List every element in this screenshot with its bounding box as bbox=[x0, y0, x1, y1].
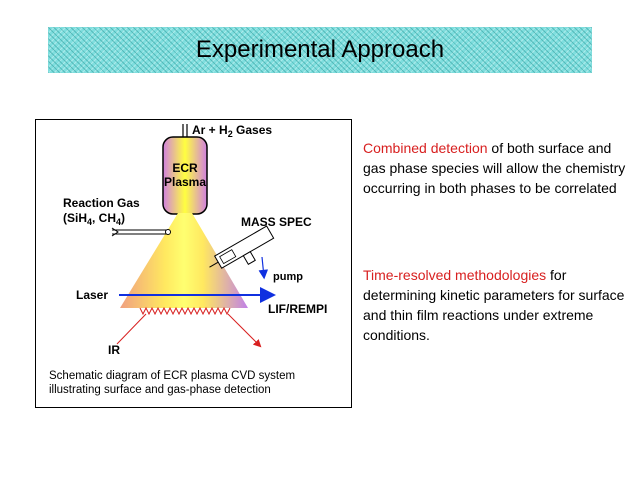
title-bar: Experimental Approach bbox=[48, 27, 592, 73]
gas-inlet-label: Ar + H2 Gases bbox=[192, 123, 272, 139]
point-combined-detection: Combined detection of both surface and g… bbox=[363, 138, 633, 198]
substrate-heater bbox=[139, 306, 231, 316]
diagram-caption: Schematic diagram of ECR plasma CVD syst… bbox=[49, 370, 296, 396]
point-highlight: Time-resolved methodologies bbox=[363, 267, 547, 283]
plasma-cone bbox=[120, 213, 248, 308]
ecr-label: ECR bbox=[172, 161, 198, 175]
mass-spec-label: MASS SPEC bbox=[241, 215, 312, 229]
pump-label: pump bbox=[273, 271, 303, 283]
page-title: Experimental Approach bbox=[195, 36, 445, 63]
ir-label: IR bbox=[108, 343, 120, 357]
reaction-gas-tube bbox=[111, 227, 171, 237]
mass-spectrometer bbox=[209, 225, 275, 269]
point-text: of both surface and gas phase species wi… bbox=[363, 140, 626, 196]
point-time-resolved: Time-resolved methodologies for determin… bbox=[363, 265, 633, 345]
cvd-schematic: Ar + H2 Gases ECR Plasma Reaction Gas (S… bbox=[63, 123, 327, 357]
point-highlight: Combined detection bbox=[363, 140, 488, 156]
plasma-label: Plasma bbox=[164, 175, 206, 189]
gas-inlet-tube bbox=[182, 124, 188, 137]
laser-label: Laser bbox=[76, 288, 108, 302]
lif-rempi-label: LIF/REMPI bbox=[268, 302, 327, 316]
ir-incident-beam bbox=[116, 313, 147, 345]
reaction-gas-label: Reaction Gas bbox=[63, 196, 140, 210]
point-text: for determining kinetic parameters for s… bbox=[363, 267, 625, 343]
diagram-panel: Ar + H2 Gases ECR Plasma Reaction Gas (S… bbox=[35, 119, 352, 408]
ir-reflected-beam bbox=[227, 313, 262, 348]
reaction-gas-formula: (SiH4, CH4) bbox=[63, 211, 125, 227]
pump-arrow bbox=[258, 256, 269, 280]
